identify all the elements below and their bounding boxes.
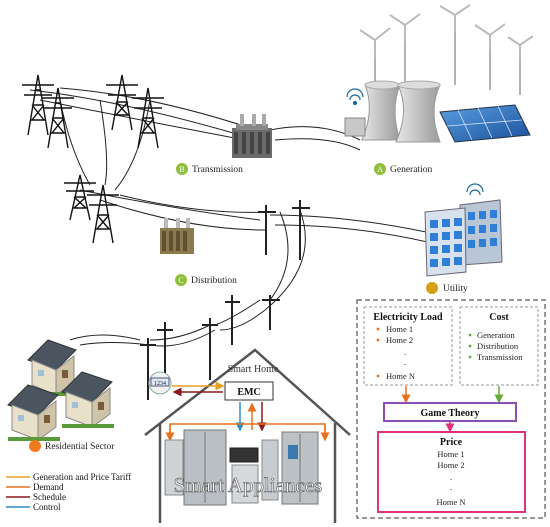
svg-text:Control: Control xyxy=(33,502,61,512)
stage-marker-b xyxy=(176,163,188,175)
game-panel xyxy=(356,299,546,519)
svg-text:Home 1: Home 1 xyxy=(386,324,413,334)
smart-appliances-icon xyxy=(164,429,319,506)
transmission-tower-icon xyxy=(22,74,164,244)
utility-building-icon xyxy=(424,183,503,277)
smart-home-title: Smart Home xyxy=(228,364,279,375)
price-box xyxy=(377,431,526,513)
utility-pole-icon xyxy=(140,200,310,400)
svg-text:.: . xyxy=(450,472,452,482)
stage-marker-c xyxy=(175,274,187,286)
transformer-icon xyxy=(232,114,272,158)
stage-marker-a xyxy=(374,163,386,175)
svg-text:Generation: Generation xyxy=(477,330,516,340)
svg-text:.: . xyxy=(404,357,406,367)
svg-text:Distribution: Distribution xyxy=(477,341,519,351)
svg-text:Home 1: Home 1 xyxy=(437,449,464,459)
svg-text:Utility: Utility xyxy=(443,284,468,294)
svg-text:A: A xyxy=(377,165,383,174)
svg-text:Home N: Home N xyxy=(386,371,415,381)
game-theory-label: Game Theory xyxy=(421,408,480,419)
svg-text:Schedule: Schedule xyxy=(33,492,66,502)
svg-text:Home 2: Home 2 xyxy=(437,460,464,470)
svg-text:C: C xyxy=(178,276,183,285)
distribution-transformer-icon xyxy=(160,218,194,254)
electricity-load-box xyxy=(363,306,453,386)
residential-marker xyxy=(29,440,41,452)
price-title: Price xyxy=(440,437,463,448)
generation-plant-icon xyxy=(344,4,534,143)
utility-label: Utility xyxy=(426,282,468,294)
legend: Generation and Price Tariff Demand Sched… xyxy=(6,472,131,512)
svg-text:1234: 1234 xyxy=(154,381,166,387)
svg-text:Demand: Demand xyxy=(33,482,64,492)
smart-home-outline xyxy=(144,348,351,523)
svg-text:B: B xyxy=(179,165,184,174)
residential-label: Residential Sector xyxy=(29,440,115,452)
price-list: Home 1 Home 2 . . Home N xyxy=(436,449,465,507)
wireless-signal-icon xyxy=(346,88,364,106)
svg-text:Home N: Home N xyxy=(436,497,465,507)
electricity-load-title: Electricity Load xyxy=(373,312,443,323)
svg-text:Transmission: Transmission xyxy=(192,165,243,175)
svg-text:Residential Sector: Residential Sector xyxy=(45,442,115,452)
emc-label: EMC xyxy=(237,387,260,398)
smart-meter-icon: 1234 xyxy=(148,371,172,395)
svg-text:.: . xyxy=(450,482,452,492)
svg-text:Distribution: Distribution xyxy=(191,276,237,286)
distribution-label: C Distribution xyxy=(175,274,237,286)
svg-text:.: . xyxy=(404,347,406,357)
svg-text:Generation: Generation xyxy=(390,165,432,175)
residential-houses-icon xyxy=(7,339,114,441)
transmission-label: B Transmission xyxy=(176,163,243,175)
generation-label: A Generation xyxy=(374,163,432,175)
smart-appliances-label: Smart Appliances xyxy=(174,473,323,497)
utility-marker xyxy=(426,282,438,294)
svg-text:Home 2: Home 2 xyxy=(386,335,413,345)
svg-text:Generation and Price Tariff: Generation and Price Tariff xyxy=(33,472,131,482)
svg-text:Transmission: Transmission xyxy=(477,352,523,362)
electricity-load-list: Home 1 Home 2 . . Home N xyxy=(376,324,415,381)
game-theory-box xyxy=(383,402,517,422)
emc-box xyxy=(224,381,274,401)
cost-box xyxy=(459,306,539,386)
cost-title: Cost xyxy=(489,312,509,323)
cost-list: Generation Distribution Transmission xyxy=(468,330,523,362)
